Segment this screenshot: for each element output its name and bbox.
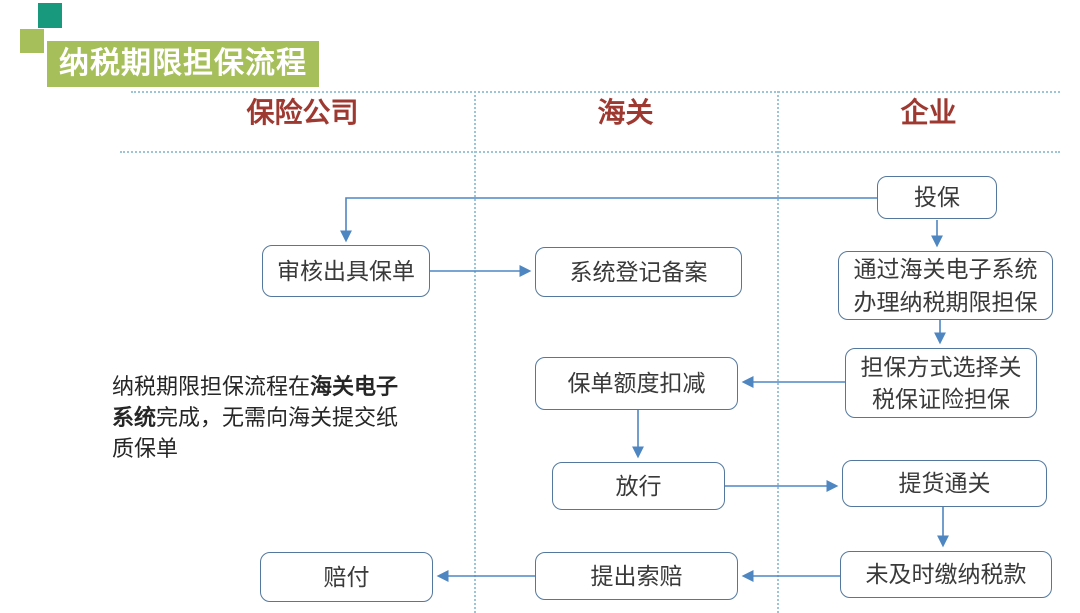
node-peifu: 赔付 bbox=[260, 552, 433, 602]
node-dianzi-banli-label: 通过海关电子系统办理纳税期限担保 bbox=[853, 256, 1038, 315]
node-toubao-label: 投保 bbox=[914, 184, 960, 211]
lane-divider-horizontal-top bbox=[131, 91, 1060, 93]
note-part2: 完成，无需向海关提交纸质保单 bbox=[112, 405, 399, 461]
node-tihuo-tongguan: 提货通关 bbox=[842, 460, 1047, 507]
deco-square-teal bbox=[38, 3, 62, 28]
node-danbao-fangshi: 担保方式选择关税保证险担保 bbox=[845, 348, 1037, 418]
node-tichu-suopei: 提出索赔 bbox=[535, 552, 738, 600]
lane-divider-horizontal-bottom bbox=[120, 151, 1060, 153]
note-bold: 海关电子系统 bbox=[112, 374, 399, 430]
node-peifu-label: 赔付 bbox=[323, 563, 370, 590]
node-tihuo-tongguan-label: 提货通关 bbox=[898, 470, 991, 497]
slide-title-banner: 纳税期限担保流程 bbox=[47, 41, 319, 87]
node-baodan-koujian-label: 保单额度扣减 bbox=[567, 370, 706, 397]
lane-divider-vertical-left bbox=[474, 91, 476, 613]
node-dianzi-banli: 通过海关电子系统办理纳税期限担保 bbox=[838, 251, 1053, 320]
node-fangxing: 放行 bbox=[552, 462, 725, 510]
node-xitong-dengji: 系统登记备案 bbox=[535, 247, 742, 297]
deco-square-green bbox=[20, 29, 44, 53]
node-shenhe-chuju: 审核出具保单 bbox=[262, 245, 430, 297]
node-shenhe-chuju-label: 审核出具保单 bbox=[277, 257, 415, 284]
node-fangxing-label: 放行 bbox=[615, 472, 662, 499]
node-weijishi-jiaona: 未及时缴纳税款 bbox=[840, 551, 1052, 598]
lane-header-enterprise: 企业 bbox=[900, 97, 957, 128]
node-weijishi-jiaona-label: 未及时缴纳税款 bbox=[865, 561, 1027, 588]
lane-header-customs: 海关 bbox=[597, 97, 654, 128]
node-baodan-koujian: 保单额度扣减 bbox=[535, 357, 738, 410]
node-tichu-suopei-label: 提出索赔 bbox=[590, 562, 683, 589]
note-part1: 纳税期限担保流程在 bbox=[112, 374, 311, 399]
node-xitong-dengji-label: 系统登记备案 bbox=[569, 258, 708, 285]
node-danbao-fangshi-label: 担保方式选择关税保证险担保 bbox=[860, 353, 1022, 412]
note-text: 纳税期限担保流程在海关电子系统完成，无需向海关提交纸质保单 bbox=[112, 371, 414, 464]
lane-header-insurance: 保险公司 bbox=[246, 97, 359, 128]
lane-divider-vertical-right bbox=[777, 91, 779, 613]
node-toubao: 投保 bbox=[877, 176, 997, 219]
arrow-toubao-to-shenhe bbox=[340, 197, 877, 243]
slide-title: 纳税期限担保流程 bbox=[59, 47, 307, 80]
